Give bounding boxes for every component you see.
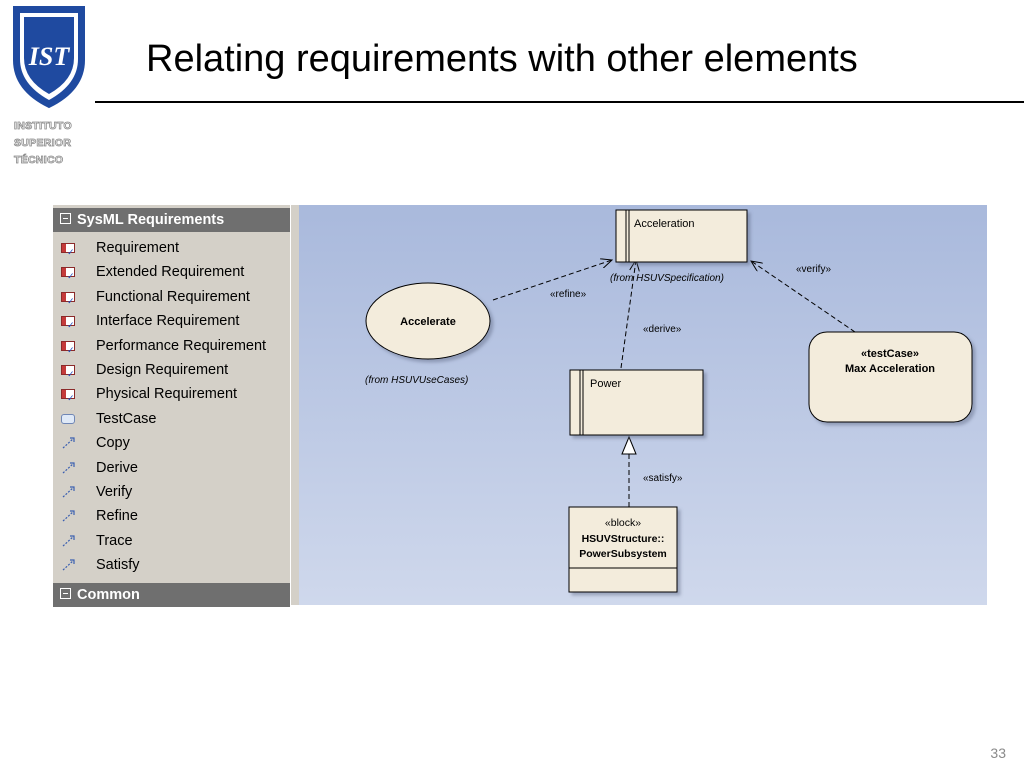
toolbox-panel: SysML Requirements RequirementExtended R…: [53, 205, 299, 607]
toolbox-item[interactable]: TestCase: [53, 407, 290, 431]
toolbox-item-label: Functional Requirement: [96, 288, 250, 305]
toolbox-item[interactable]: Refine: [53, 504, 290, 528]
verify-label: «verify»: [796, 264, 831, 275]
refine-label: «refine»: [550, 289, 587, 300]
toolbox-item-label: Satisfy: [96, 557, 140, 574]
requirement-icon: [61, 313, 75, 337]
testcase-name: Max Acceleration: [845, 363, 935, 375]
logo-line-3: TÉCNICO: [14, 154, 64, 167]
diagram-canvas[interactable]: «refine» «derive» «verify» «satisfy» Acc…: [299, 205, 987, 605]
toolbox-item-label: Derive: [96, 459, 138, 476]
toolbox-item-label: Trace: [96, 532, 133, 549]
toolbox-item[interactable]: Satisfy: [53, 553, 290, 577]
toolbox-item[interactable]: Copy: [53, 431, 290, 455]
toolbox-header-common[interactable]: Common: [53, 583, 290, 607]
toolbox-item[interactable]: Trace: [53, 529, 290, 553]
logo-line-2: SUPERIOR: [14, 137, 72, 150]
toolbox-item[interactable]: Functional Requirement: [53, 285, 290, 313]
sysml-tool-screenshot: SysML Requirements RequirementExtended R…: [53, 205, 987, 607]
toolbox-item-label: Design Requirement: [96, 361, 229, 378]
derive-relation[interactable]: [620, 260, 636, 369]
acceleration-origin: (from HSUVSpecification): [610, 273, 724, 284]
logo-wordmark: INSTITUTO SUPERIOR TÉCNICO: [14, 118, 72, 169]
slide-title: Relating requirements with other element…: [146, 38, 858, 80]
toolbox-item[interactable]: Requirement: [53, 236, 290, 264]
ist-logo: IST: [13, 6, 85, 109]
satisfy-label: «satisfy»: [643, 473, 683, 484]
toolbox-item-label: Physical Requirement: [96, 386, 238, 403]
toolbox-item[interactable]: Extended Requirement: [53, 260, 290, 288]
toolbox-item-label: Interface Requirement: [96, 313, 240, 330]
relationship-icon: [61, 507, 75, 522]
relationship-icon: [61, 434, 75, 449]
toolbox-header-sysml[interactable]: SysML Requirements: [53, 208, 290, 232]
relationship-icon: [61, 556, 75, 571]
testcase-icon: [61, 413, 75, 424]
accelerate-use-case[interactable]: Accelerate: [365, 282, 491, 360]
toolbox-item-label: Copy: [96, 435, 130, 452]
acceleration-requirement[interactable]: Acceleration: [615, 209, 748, 263]
toolbox-header-label: SysML Requirements: [77, 212, 225, 228]
block-stereotype: «block»: [605, 517, 641, 529]
requirement-icon: [61, 240, 75, 264]
toolbox-item-label: Requirement: [96, 240, 180, 256]
derive-label: «derive»: [643, 324, 682, 335]
toolbox-item-label: Verify: [96, 483, 133, 500]
toolbox-item-label: Performance Requirement: [96, 337, 267, 354]
toolbox-item[interactable]: Physical Requirement: [53, 382, 290, 410]
requirement-icon: [61, 362, 75, 386]
relationship-icon: [61, 459, 75, 473]
toolbox-item[interactable]: Derive: [53, 456, 290, 480]
toolbox-item-label: Refine: [96, 508, 138, 525]
toolbox-item[interactable]: Design Requirement: [53, 358, 290, 386]
relationship-icon: [61, 483, 75, 498]
requirement-icon: [61, 264, 75, 288]
block-name-line1: HSUVStructure::: [582, 533, 665, 545]
power-name: Power: [590, 378, 622, 390]
power-subsystem-block[interactable]: «block» HSUVStructure:: PowerSubsystem: [568, 506, 678, 593]
requirement-icon: [61, 338, 75, 362]
logo-mark: IST: [28, 42, 71, 71]
toolbox-splitter[interactable]: [290, 205, 299, 605]
verify-relation[interactable]: [751, 261, 856, 333]
requirement-icon: [61, 289, 75, 313]
accelerate-origin: (from HSUVUseCases): [365, 375, 468, 386]
refine-relation[interactable]: [492, 260, 612, 301]
requirement-icon: [61, 386, 75, 410]
logo-line-1: INSTITUTO: [14, 120, 72, 133]
accelerate-name: Accelerate: [400, 316, 456, 328]
satisfy-relation[interactable]: [621, 435, 637, 507]
power-requirement[interactable]: Power: [569, 369, 704, 436]
slide-number: 33: [990, 745, 1006, 761]
collapse-icon[interactable]: [60, 588, 71, 599]
block-name-line2: PowerSubsystem: [579, 548, 667, 560]
diagram-svg: «refine» «derive» «verify» «satisfy» Acc…: [365, 209, 973, 593]
collapse-icon[interactable]: [60, 213, 71, 224]
title-rule: [95, 101, 1024, 103]
toolbox-item-list: RequirementExtended RequirementFunctiona…: [53, 236, 290, 577]
toolbox-footer-label: Common: [77, 587, 140, 603]
relationship-icon: [61, 532, 75, 547]
acceleration-name: Acceleration: [634, 218, 695, 230]
toolbox-item[interactable]: Verify: [53, 480, 290, 504]
toolbox-item-label: TestCase: [96, 410, 157, 427]
max-acceleration-testcase[interactable]: «testCase» Max Acceleration: [808, 331, 973, 423]
toolbox-item-label: Extended Requirement: [96, 264, 245, 281]
testcase-stereotype: «testCase»: [861, 348, 919, 360]
toolbox-item[interactable]: Performance Requirement: [53, 334, 290, 362]
toolbox-item[interactable]: Interface Requirement: [53, 309, 290, 337]
